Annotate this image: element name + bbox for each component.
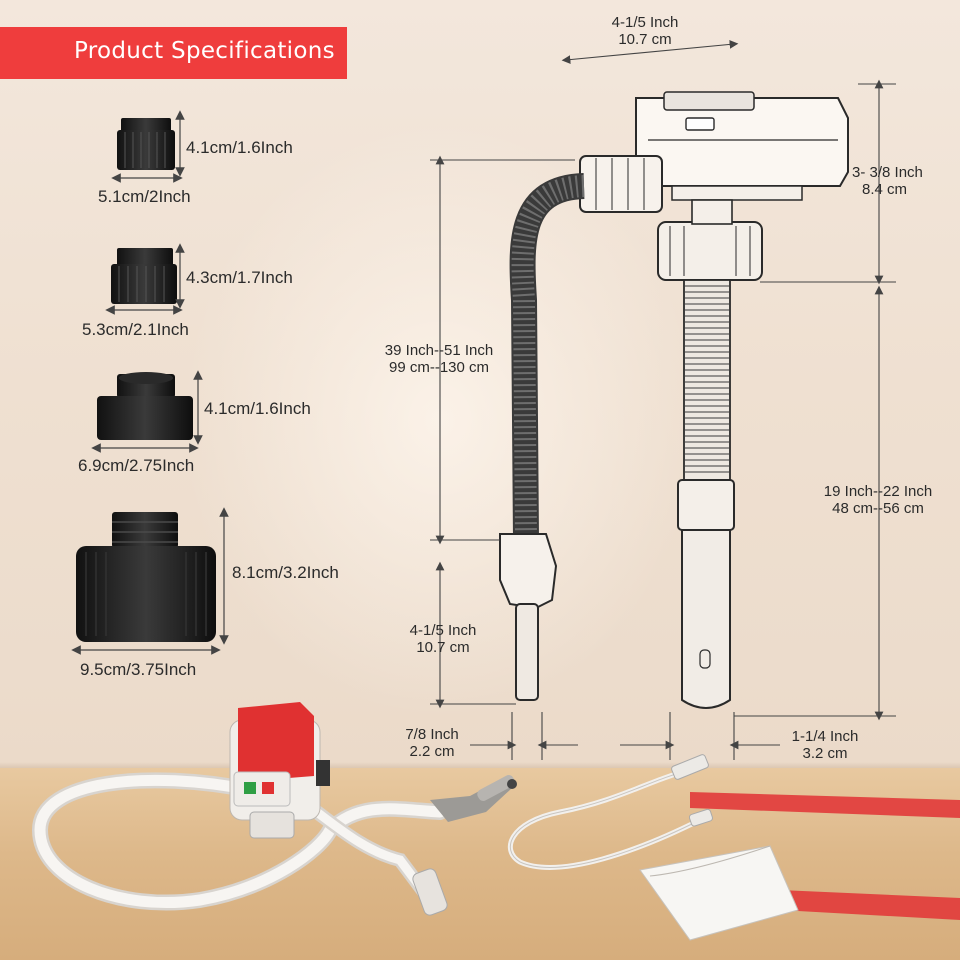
adapter-2	[111, 248, 177, 304]
adapter-2-height: 4.3cm/1.7Inch	[186, 268, 293, 287]
adapter-3-width: 6.9cm/2.75Inch	[78, 456, 195, 475]
nozzle-photo	[430, 775, 517, 822]
adapter-3-height: 4.1cm/1.6Inch	[204, 399, 311, 418]
spec-banner-title: Product Specifications	[74, 38, 335, 64]
adapter-2-width: 5.3cm/2.1Inch	[82, 320, 189, 339]
adapter-4-width: 9.5cm/3.75Inch	[80, 660, 197, 679]
shelf-edge	[0, 762, 960, 770]
pump-diagram	[499, 91, 849, 709]
pump-dimension-lines	[430, 40, 896, 760]
adapter-dimension-lines	[71, 110, 229, 655]
storage-pouch	[639, 845, 799, 941]
adapter-4	[76, 512, 216, 642]
adapter-1-width: 5.1cm/2Inch	[98, 187, 191, 206]
pump-unit-photo	[229, 702, 330, 839]
adapter-4-height: 8.1cm/3.2Inch	[232, 563, 339, 582]
adapter-1-height: 4.1cm/1.6Inch	[186, 138, 293, 157]
adapter-3	[97, 372, 193, 440]
adapter-1	[117, 118, 175, 170]
red-ribbon	[690, 792, 960, 920]
spec-banner	[0, 27, 347, 79]
usb-cable	[508, 754, 713, 870]
